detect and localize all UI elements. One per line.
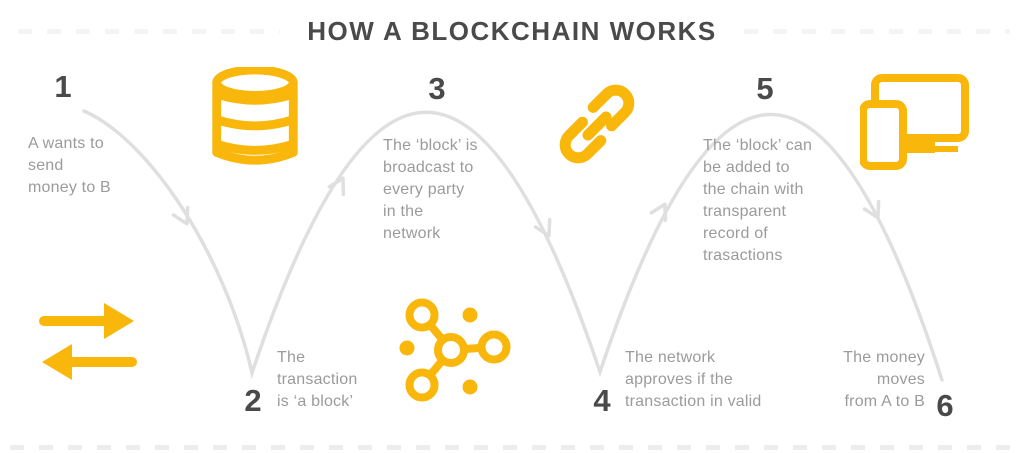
step-5-number: 5 [756, 71, 774, 106]
arrowhead-icon [171, 205, 190, 226]
database-icon [212, 67, 298, 165]
page-title: HOW A BLOCKCHAIN WORKS [307, 16, 717, 46]
link-icon [559, 84, 635, 164]
step-6-text: The money moves from A to B [843, 349, 925, 410]
watermark-marks [10, 445, 1014, 450]
devices-icon [860, 74, 969, 170]
flow-arc-line [82, 109, 944, 382]
step-3-number: 3 [428, 71, 446, 106]
arrowhead-icon [649, 202, 668, 223]
step-4-number: 4 [593, 383, 611, 418]
step-4-text: The network approves if the transaction … [625, 349, 762, 410]
arrowhead-icon [862, 199, 881, 220]
transfer-arrows-icon [39, 303, 137, 380]
arrowhead-icon [533, 217, 552, 238]
step-2-number: 2 [244, 383, 262, 418]
watermark-marks [744, 29, 1010, 34]
step-5-text: The ‘block’ can be added to the chain wi… [703, 137, 813, 264]
watermark-marks [18, 29, 280, 34]
arrowhead-icon [327, 176, 346, 197]
step-1-text: A wants to send money to B [28, 135, 111, 196]
step-6-number: 6 [936, 388, 954, 423]
step-3-text: The ‘block’ is broadcast to every party … [383, 137, 478, 242]
step-2-text: The transaction is ‘a block’ [277, 349, 358, 410]
step-1-number: 1 [54, 69, 72, 104]
network-icon [399, 298, 511, 402]
